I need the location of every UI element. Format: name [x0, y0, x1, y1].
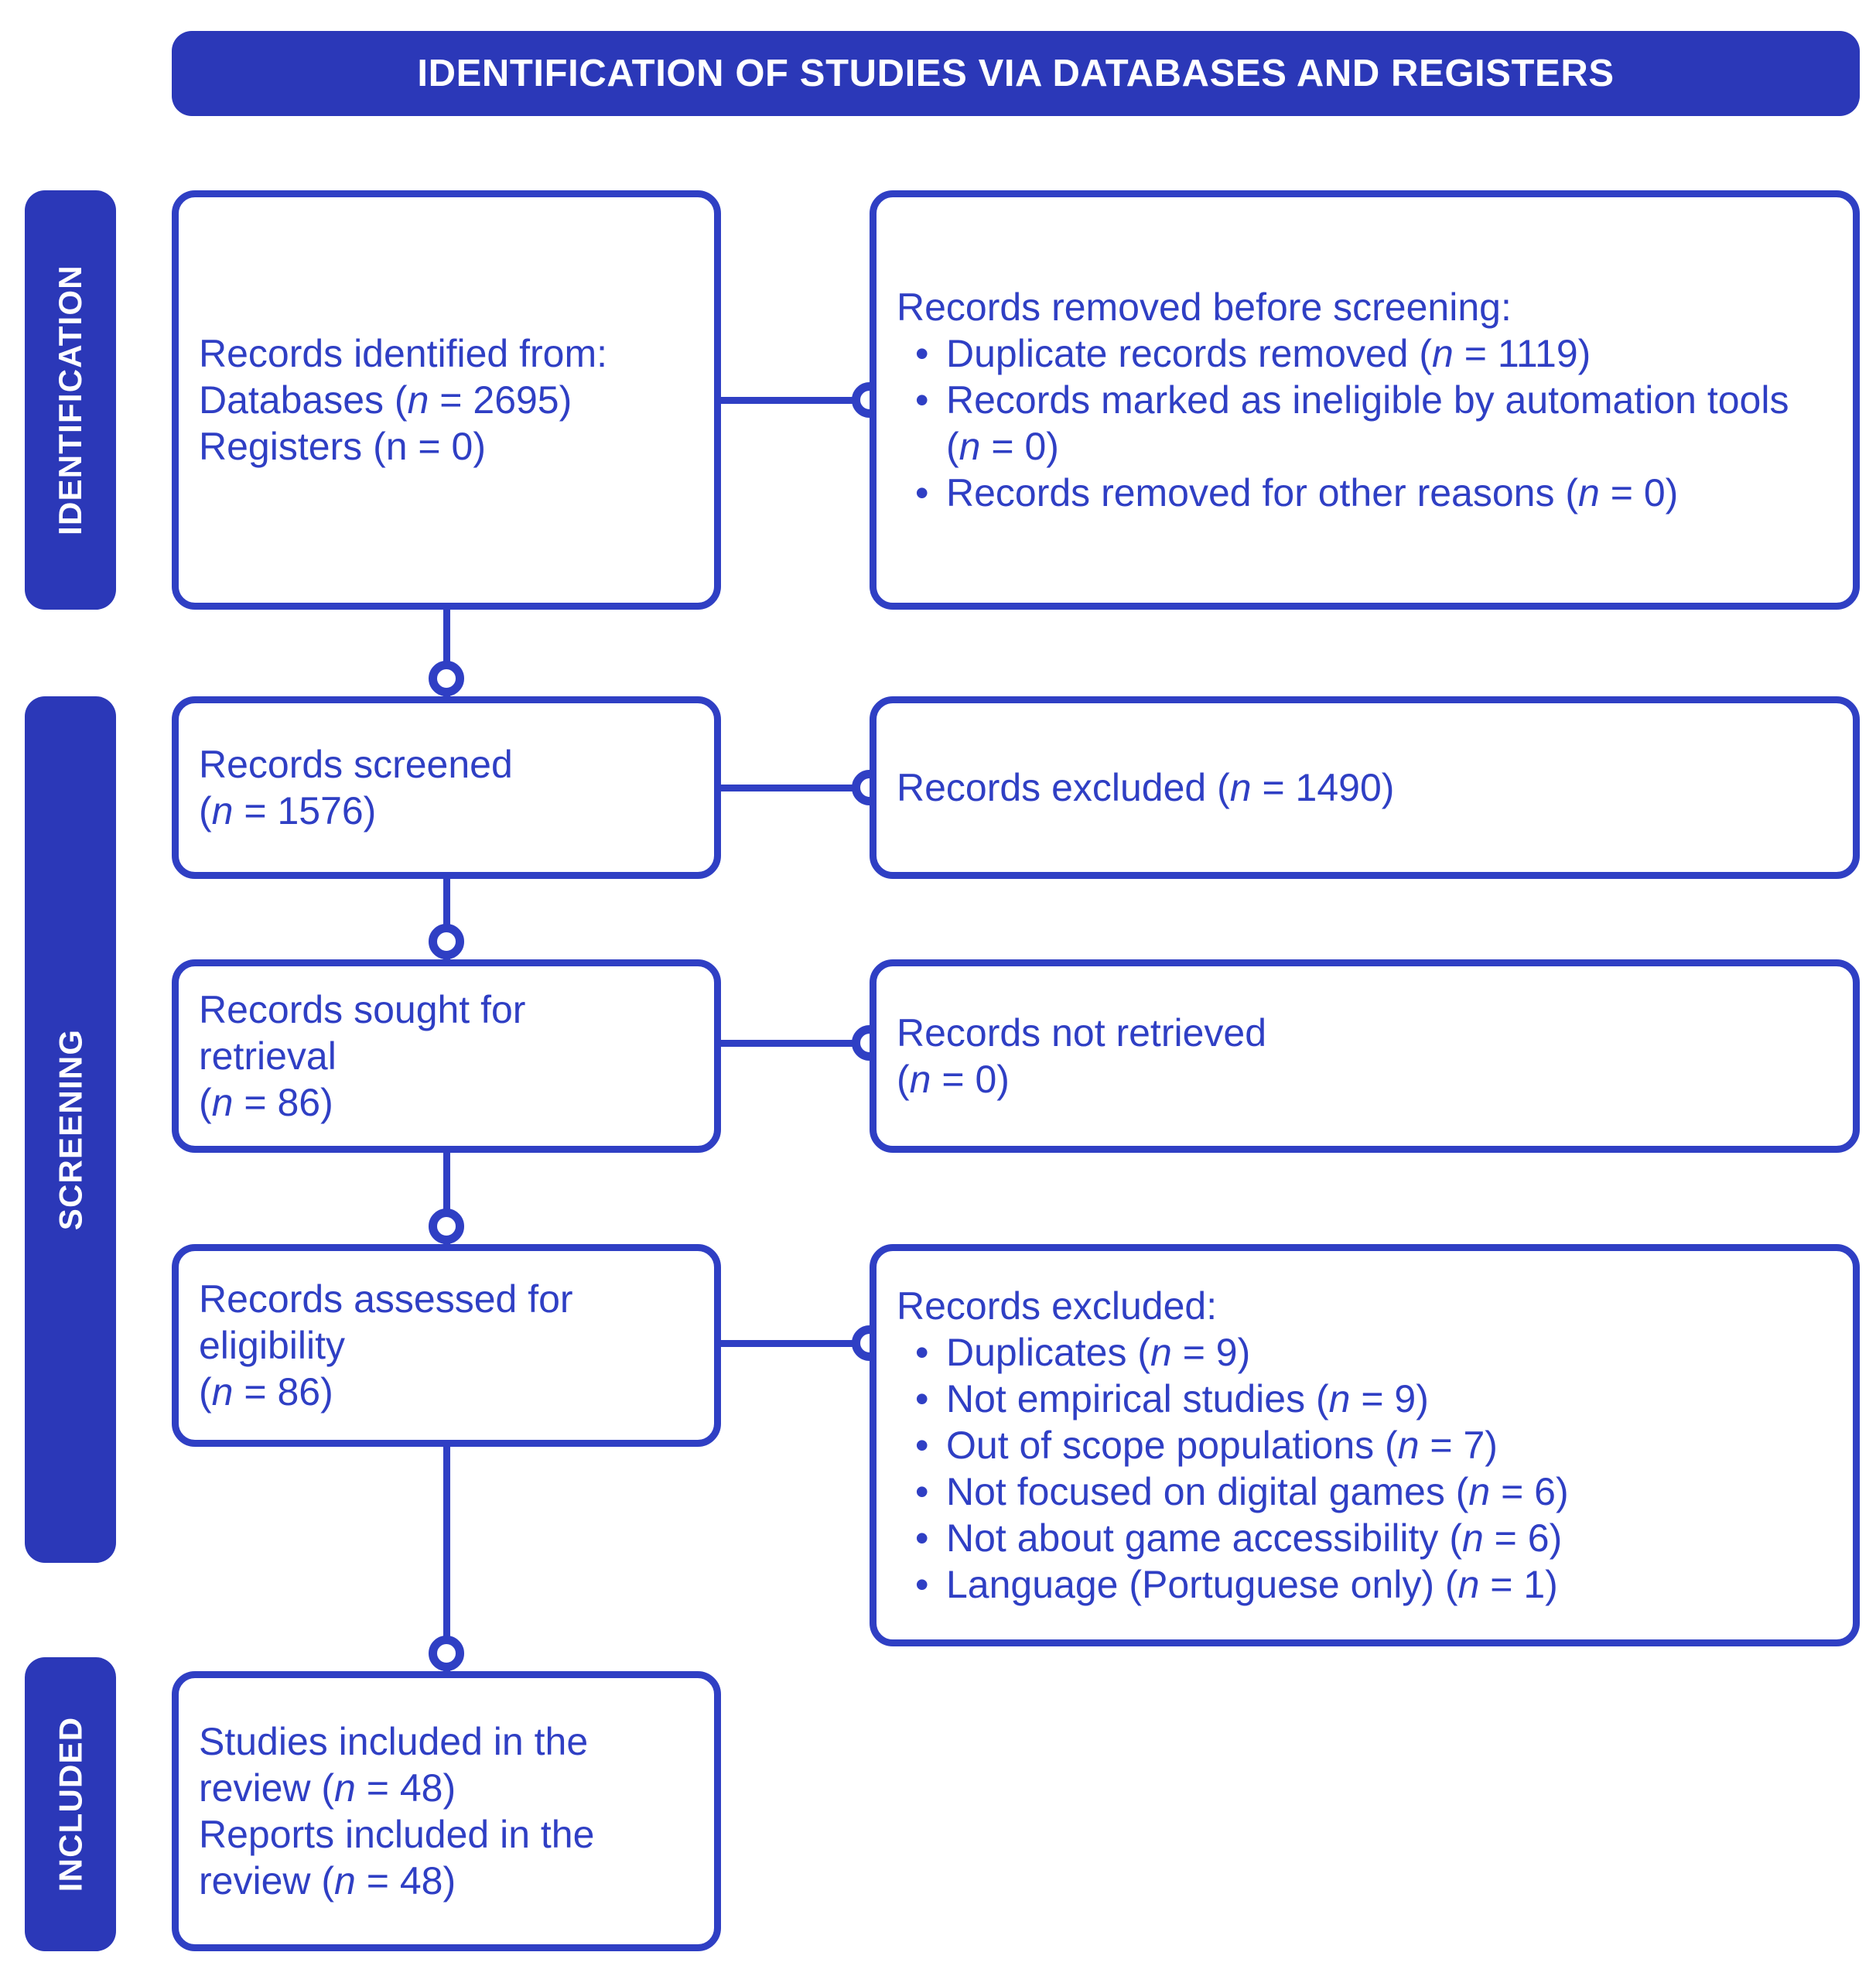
box-records-assessed-for-eligibility: Records assessed for eligibility (n = 86…	[172, 1244, 721, 1447]
box-records-excluded-eligibility: Records excluded: Duplicates (n = 9) Not…	[870, 1244, 1860, 1646]
connector-screened-to-sought	[443, 879, 450, 959]
list-item: Duplicate records removed (n = 1119)	[915, 330, 1833, 377]
box-studies-included: Studies included in the review (n = 48) …	[172, 1671, 721, 1951]
box-line: Records not retrieved	[897, 1011, 1267, 1055]
connector-screened-to-excluded	[721, 785, 885, 791]
box-line: Records identified from:	[199, 332, 608, 375]
list-item: Duplicates (n = 9)	[915, 1329, 1833, 1376]
phase-band-screening: SCREENING	[25, 696, 116, 1563]
box-line: (n = 0)	[897, 1058, 1010, 1101]
box-records-removed-before-screening: Records removed before screening: Duplic…	[870, 190, 1860, 610]
box-line: review (n = 48)	[199, 1859, 456, 1902]
box-line: review (n = 48)	[199, 1766, 456, 1810]
connector-identified-to-screened	[443, 610, 450, 696]
box-line: Records screened	[199, 743, 513, 786]
box-records-identified: Records identified from: Databases (n = …	[172, 190, 721, 610]
box-line: (n = 86)	[199, 1370, 333, 1414]
list-item: Out of scope populations (n = 7)	[915, 1422, 1833, 1468]
list-item: Records removed for other reasons (n = 0…	[915, 470, 1833, 516]
box-line: Records sought for	[199, 988, 526, 1031]
phase-band-included: INCLUDED	[25, 1657, 116, 1951]
box-records-not-retrieved: Records not retrieved (n = 0)	[870, 959, 1860, 1153]
box-line: Databases (n = 2695)	[199, 378, 572, 422]
connector-assessed-to-included	[443, 1447, 450, 1671]
connector-sought-to-assessed	[443, 1153, 450, 1244]
box-line: (n = 86)	[199, 1081, 333, 1124]
connector-dot-assessed	[429, 1209, 464, 1244]
box-records-sought-for-retrieval: Records sought for retrieval (n = 86)	[172, 959, 721, 1153]
connector-dot-included	[429, 1636, 464, 1671]
box-bullet-list: Duplicates (n = 9) Not empirical studies…	[897, 1329, 1833, 1608]
connector-identified-to-removed	[721, 397, 885, 404]
connector-sought-to-notretrieved	[721, 1040, 885, 1047]
page-title: IDENTIFICATION OF STUDIES VIA DATABASES …	[417, 53, 1615, 94]
phase-label-included: INCLUDED	[52, 1716, 88, 1892]
phase-band-identification: IDENTIFICATION	[25, 190, 116, 610]
box-line: Registers (n = 0)	[199, 425, 486, 468]
box-records-screened: Records screened (n = 1576)	[172, 696, 721, 879]
connector-assessed-to-excluded	[721, 1340, 885, 1347]
list-item: Language (Portuguese only) (n = 1)	[915, 1561, 1833, 1608]
connector-dot-sought	[429, 924, 464, 959]
list-item: Not empirical studies (n = 9)	[915, 1376, 1833, 1422]
box-line: Reports included in the	[199, 1813, 595, 1856]
phase-label-identification: IDENTIFICATION	[52, 265, 89, 535]
box-records-excluded-screening: Records excluded (n = 1490)	[870, 696, 1860, 879]
box-line: (n = 1576)	[199, 789, 377, 832]
box-line: eligibility	[199, 1324, 345, 1367]
box-bullet-list: Duplicate records removed (n = 1119) Rec…	[897, 330, 1833, 516]
connector-dot-screened	[429, 661, 464, 696]
list-item: Not focused on digital games (n = 6)	[915, 1468, 1833, 1515]
box-header: Records excluded:	[897, 1284, 1218, 1328]
box-line: Studies included in the	[199, 1720, 589, 1763]
phase-label-screening: SCREENING	[52, 1028, 89, 1231]
box-line: Records assessed for	[199, 1277, 573, 1321]
box-line: Records excluded (n = 1490)	[897, 766, 1395, 809]
list-item: Records marked as ineligible by automati…	[915, 377, 1833, 470]
box-header: Records removed before screening:	[897, 285, 1512, 329]
list-item: Not about game accessibility (n = 6)	[915, 1515, 1833, 1561]
box-line: retrieval	[199, 1034, 337, 1078]
diagram-title-banner: IDENTIFICATION OF STUDIES VIA DATABASES …	[172, 31, 1860, 116]
